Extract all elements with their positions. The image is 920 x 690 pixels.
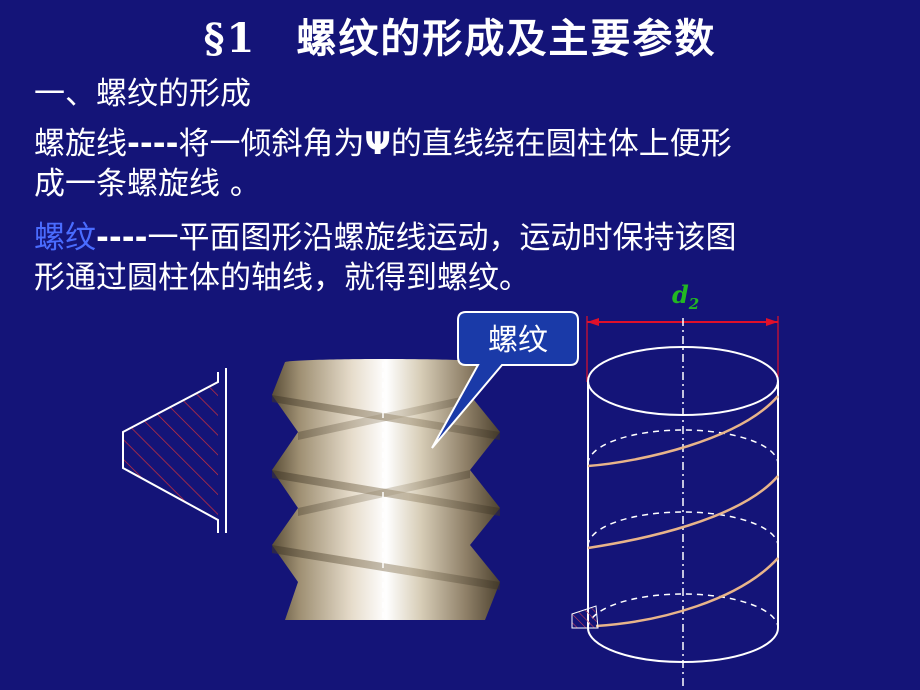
thread-dash: ---- — [96, 220, 148, 256]
thread-term: 螺纹 — [34, 220, 96, 256]
helix-definition-line2: 成一条螺旋线 。 — [34, 166, 261, 202]
thread-profile-section — [122, 368, 227, 533]
d2-label: d2 — [672, 280, 699, 313]
thread-definition-line1: 螺纹----一平面图形沿螺旋线运动，运动时保持该图 — [34, 218, 736, 258]
thread-callout: 螺纹 — [431, 311, 579, 449]
psi-symbol: Ψ — [364, 126, 391, 162]
title-text: 螺纹的形成及主要参数 — [296, 16, 717, 62]
callout-label: 螺纹 — [488, 323, 548, 358]
section-number: §1 — [203, 15, 257, 62]
helix-text-b: 的直线绕在圆柱体上便形 — [390, 126, 732, 162]
thread-definition-line2: 形通过圆柱体的轴线，就得到螺纹。 — [34, 260, 530, 296]
slide-title: §1 螺纹的形成及主要参数 — [0, 6, 920, 64]
helix-dash: ---- — [127, 126, 179, 162]
threaded-bolt-image — [272, 359, 500, 622]
helix-term: 螺旋线 — [34, 126, 127, 162]
helix-text-a: 将一倾斜角为 — [178, 126, 365, 162]
subsection-heading: 一、螺纹的形成 — [34, 76, 251, 112]
helix-definition-line1: 螺旋线----将一倾斜角为Ψ的直线绕在圆柱体上便形 — [34, 124, 732, 164]
thread-text-a: 一平面图形沿螺旋线运动，运动时保持该图 — [147, 220, 737, 256]
helix-cylinder: d2 — [571, 280, 779, 690]
